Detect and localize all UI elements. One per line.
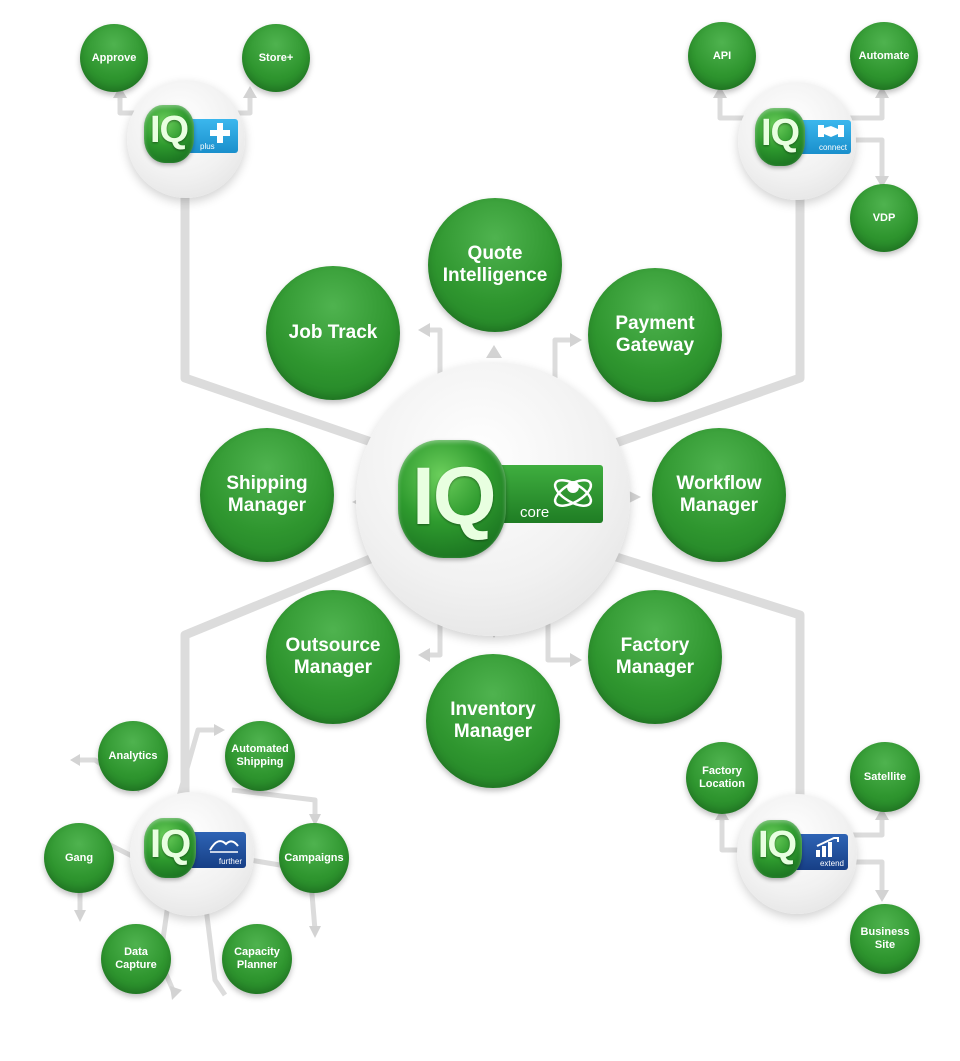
module-label: Store+ [258, 51, 294, 64]
further-jump-icon [208, 834, 240, 854]
module-payment-gateway[interactable]: Payment Gateway [588, 268, 722, 402]
plus-q-mark [144, 105, 194, 163]
module-automated-shipping[interactable]: Automated Shipping [225, 721, 295, 791]
module-label: Business Site [860, 926, 910, 951]
module-factory-location[interactable]: Factory Location [686, 742, 758, 814]
module-api[interactable]: API [688, 22, 756, 90]
module-label: Analytics [108, 749, 158, 762]
connect-badge-label: connect [818, 143, 847, 152]
module-label: Shipping Manager [226, 473, 308, 516]
core-badge-label: core [520, 504, 550, 521]
module-business-site[interactable]: Business Site [850, 904, 920, 974]
module-factory-manager[interactable]: Factory Manager [588, 590, 722, 724]
module-campaigns[interactable]: Campaigns [279, 823, 349, 893]
plus-logo-text: IQ [150, 109, 189, 151]
module-label: Quote Intelligence [442, 243, 548, 286]
extend-logo-text: IQ [758, 824, 797, 866]
module-label: Payment Gateway [615, 313, 695, 356]
module-quote-intelligence[interactable]: Quote Intelligence [428, 198, 562, 332]
module-shipping-manager[interactable]: Shipping Manager [200, 428, 334, 562]
module-store-plus[interactable]: Store+ [242, 24, 310, 92]
module-label: API [712, 49, 732, 62]
module-job-track[interactable]: Job Track [266, 266, 400, 400]
iq-connect-logo: connect IQ [755, 108, 855, 188]
plus-badge-label: plus [200, 142, 215, 151]
extend-growth-icon [814, 836, 840, 858]
further-q-mark [144, 818, 196, 878]
module-vdp[interactable]: VDP [850, 184, 918, 252]
module-label: Satellite [863, 770, 907, 783]
module-satellite[interactable]: Satellite [850, 742, 920, 812]
module-workflow-manager[interactable]: Workflow Manager [652, 428, 786, 562]
further-logo-text: IQ [150, 822, 191, 866]
module-outsource-manager[interactable]: Outsource Manager [266, 590, 400, 724]
module-label: VDP [872, 211, 896, 224]
module-label: Automate [858, 49, 910, 62]
iq-core-logo: core IQ [398, 440, 608, 580]
module-label: Gang [64, 851, 94, 864]
module-approve[interactable]: Approve [80, 24, 148, 92]
module-inventory-manager[interactable]: Inventory Manager [426, 654, 560, 788]
connect-q-mark [755, 108, 805, 166]
module-capacity-planner[interactable]: Capacity Planner [222, 924, 292, 994]
module-analytics[interactable]: Analytics [98, 721, 168, 791]
module-label: Outsource Manager [285, 635, 381, 678]
module-label: Approve [91, 51, 137, 64]
module-label: Factory Manager [615, 635, 695, 678]
module-label: Job Track [288, 322, 378, 344]
module-automate[interactable]: Automate [850, 22, 918, 90]
iq-plus-logo: plus IQ [144, 105, 244, 185]
module-label: Campaigns [284, 851, 344, 864]
extend-badge-label: extend [819, 859, 844, 868]
module-label: Capacity Planner [234, 946, 280, 971]
handshake-icon [817, 122, 845, 142]
iq-extend-logo: extend IQ [752, 820, 857, 900]
module-data-capture[interactable]: Data Capture [101, 924, 171, 994]
iq-further-logo: further IQ [144, 818, 254, 898]
module-label: Automated Shipping [231, 743, 289, 768]
module-label: Data Capture [115, 946, 157, 971]
core-logo-text: IQ [412, 451, 497, 542]
further-badge-label: further [218, 857, 242, 866]
extend-q-mark [752, 820, 802, 878]
core-q-mark [398, 440, 506, 558]
module-label: Factory Location [699, 765, 745, 790]
module-label: Workflow Manager [676, 473, 762, 516]
module-label: Inventory Manager [450, 699, 536, 742]
atom-icon [549, 469, 597, 517]
plus-icon [208, 121, 232, 145]
module-gang[interactable]: Gang [44, 823, 114, 893]
connect-logo-text: IQ [761, 112, 800, 154]
